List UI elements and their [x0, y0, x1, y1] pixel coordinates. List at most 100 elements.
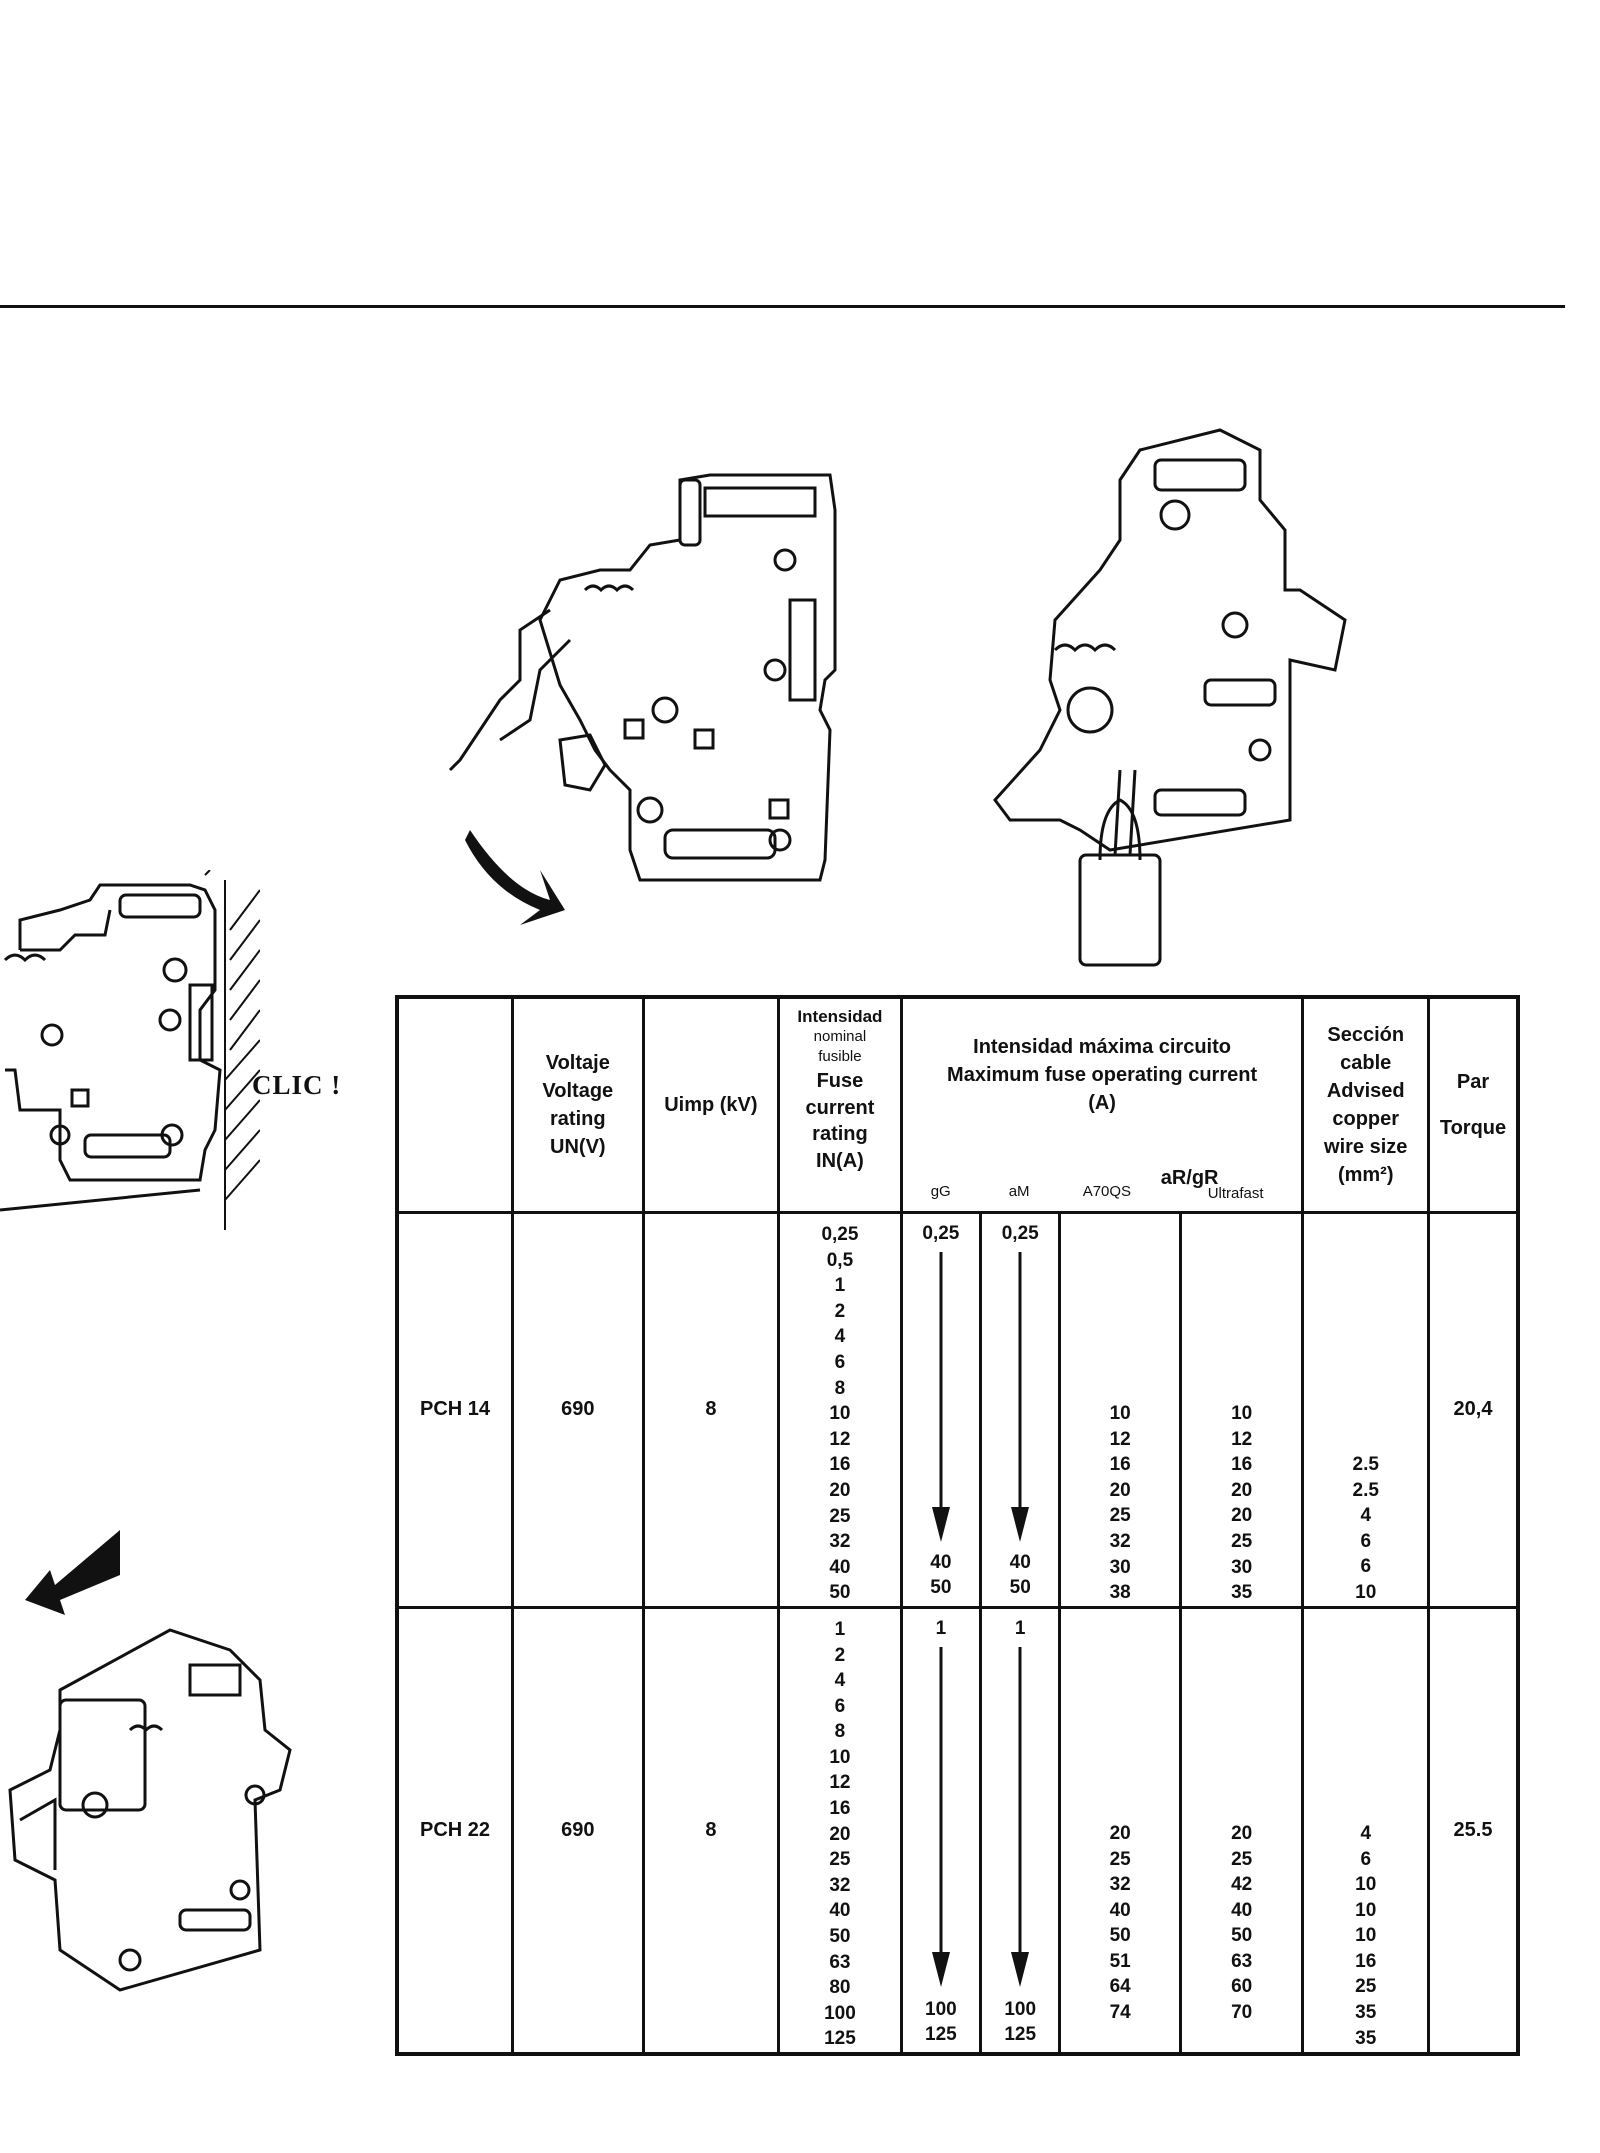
cable-value: 2.5: [1352, 1479, 1379, 1501]
table-row-pch22: PCH 22 690 8 1 2 4 6 8 10 12 16 20 25 32…: [395, 1607, 1520, 2054]
fuse-holder-spec-table: Voltaje Voltage rating UN(V) Uimp (kV) I…: [395, 995, 1520, 2056]
rating-value: 80: [829, 1977, 851, 1999]
voltage-header-en2: rating: [550, 1108, 606, 1130]
gg-top-value: 0,25: [922, 1223, 960, 1244]
rating-value: 25: [829, 1505, 851, 1527]
am-top-value: 0,25: [1001, 1223, 1039, 1244]
a70qs-value: 64: [1109, 1976, 1131, 1998]
ultrafast-value: 30: [1231, 1556, 1253, 1578]
ultrafast-value: 20: [1231, 1479, 1253, 1501]
am-cell: 1 100 125: [979, 1607, 1062, 2054]
a70qs-cell: 20 25 32 40 50 51 64 74: [1058, 1607, 1182, 2054]
nominal-header-es2: nominal: [813, 1028, 867, 1045]
torque-cell: 20,4: [1427, 1212, 1520, 1609]
max-current-header: Intensidad máxima circuito Maximum fuse …: [899, 997, 1305, 1214]
ultrafast-value: 12: [1231, 1428, 1253, 1450]
max-current-header-unit: (A): [1088, 1092, 1116, 1114]
voltage-cell: 690: [511, 1607, 645, 2054]
ratings-cell: 1 2 4 6 8 10 12 16 20 25 32 40 50 63 80 …: [777, 1607, 903, 2054]
gg-bottom-value: 100: [925, 1998, 957, 2020]
rating-value: 4: [834, 1326, 846, 1348]
rating-value: 32: [829, 1531, 851, 1553]
a70qs-value: 16: [1109, 1454, 1131, 1476]
max-current-header-es: Intensidad máxima circuito: [973, 1036, 1231, 1058]
a70qs-value: 74: [1109, 2002, 1131, 2024]
fuse-holder-opening-drawing: [448, 473, 837, 925]
model-header: [395, 997, 514, 1214]
am-top-value: 1: [1014, 1617, 1026, 1639]
cable-header-en2: copper: [1332, 1108, 1400, 1130]
cable-value: 35: [1355, 2027, 1377, 2049]
ultrafast-value: 63: [1231, 1950, 1253, 1972]
cable-header-unit: (mm²): [1337, 1164, 1394, 1186]
cable-value: 6: [1360, 1556, 1372, 1578]
voltage-header-sym: UN(V): [550, 1136, 606, 1158]
a70qs-value: 20: [1109, 1479, 1131, 1501]
a70qs-value: 50: [1109, 1925, 1131, 1947]
am-cell: 0,25 40 50: [979, 1212, 1062, 1609]
gg-bottom-value: 40: [930, 1552, 952, 1573]
cable-header-en3: wire size: [1324, 1136, 1408, 1158]
rating-value: 12: [829, 1428, 851, 1450]
fuse-carrier-drawing: [8, 1530, 292, 1992]
cable-value: 10: [1355, 1581, 1377, 1603]
torque-header-es: Par: [1456, 1071, 1490, 1093]
rating-value: 25: [829, 1849, 851, 1871]
down-arrow-icon: [1011, 1646, 1030, 1987]
rating-value: 20: [829, 1823, 851, 1845]
uimp-cell: 8: [641, 1607, 781, 2054]
nominal-header-es3: fusible: [818, 1048, 862, 1065]
voltage-cell: 690: [511, 1212, 645, 1609]
rating-value: 16: [829, 1454, 851, 1476]
ultrafast-cell: 20 25 42 40 50 63 60 70: [1178, 1607, 1305, 2054]
rating-value: 0,25: [821, 1224, 859, 1245]
rail-mounting-drawing: [0, 870, 260, 1230]
cable-value: 6: [1360, 1530, 1372, 1552]
rating-value: 32: [829, 1874, 851, 1896]
am-bottom-value: 40: [1009, 1552, 1031, 1573]
nominal-header-es1: Intensidad: [797, 1007, 883, 1026]
model-cell: PCH 14: [395, 1212, 514, 1609]
rating-value: 40: [829, 1556, 851, 1578]
rating-value: 10: [829, 1746, 851, 1768]
torque-header-en: Torque: [1439, 1117, 1507, 1139]
cable-value: 6: [1360, 1848, 1372, 1870]
rating-value: 50: [829, 1926, 851, 1948]
nominal-header-en2: current: [805, 1097, 875, 1119]
sub-header-argr: aR/gR: [1160, 1167, 1219, 1189]
rating-value: 8: [834, 1721, 846, 1743]
nominal-header-sym: IN(A): [816, 1150, 864, 1172]
header-rule: [0, 305, 1565, 308]
cable-value: 25: [1355, 1976, 1377, 1998]
cable-cell: 2.5 2.5 4 6 6 10: [1301, 1212, 1430, 1609]
down-arrow-icon: [931, 1646, 950, 1987]
rating-value: 10: [829, 1403, 851, 1425]
am-bottom-value: 50: [1009, 1577, 1031, 1598]
rating-value: 16: [829, 1798, 851, 1820]
sub-header-am: aM: [1008, 1183, 1030, 1200]
a70qs-value: 20: [1109, 1822, 1131, 1844]
sub-header-a70qs: A70QS: [1082, 1183, 1132, 1200]
a70qs-value: 10: [1109, 1403, 1131, 1424]
cable-header-es2: cable: [1340, 1052, 1392, 1074]
ultrafast-value: 50: [1231, 1925, 1253, 1947]
ultrafast-value: 60: [1231, 1976, 1253, 1998]
cable-value: 4: [1360, 1822, 1372, 1844]
rating-value: 50: [829, 1582, 851, 1604]
cable-cell: 4 6 10 10 10 16 25 35 35: [1301, 1607, 1430, 2054]
gg-bottom-value: 50: [930, 1577, 952, 1598]
ultrafast-value: 25: [1231, 1530, 1253, 1552]
torque-cell: 25.5: [1427, 1607, 1520, 2054]
max-current-header-en: Maximum fuse operating current: [947, 1064, 1258, 1086]
voltage-header-es: Voltaje: [545, 1052, 610, 1074]
ultrafast-value: 10: [1231, 1403, 1253, 1424]
ultrafast-value: 25: [1231, 1848, 1253, 1870]
cable-value: 16: [1355, 1950, 1377, 1972]
cable-value: 10: [1355, 1899, 1377, 1921]
ultrafast-value: 40: [1231, 1899, 1253, 1921]
rating-value: 4: [834, 1670, 846, 1692]
padlock-drawing: [993, 428, 1347, 967]
model-cell: PCH 22: [395, 1607, 514, 2054]
rating-value: 6: [834, 1695, 846, 1717]
am-bottom-value: 125: [1004, 2023, 1037, 2045]
